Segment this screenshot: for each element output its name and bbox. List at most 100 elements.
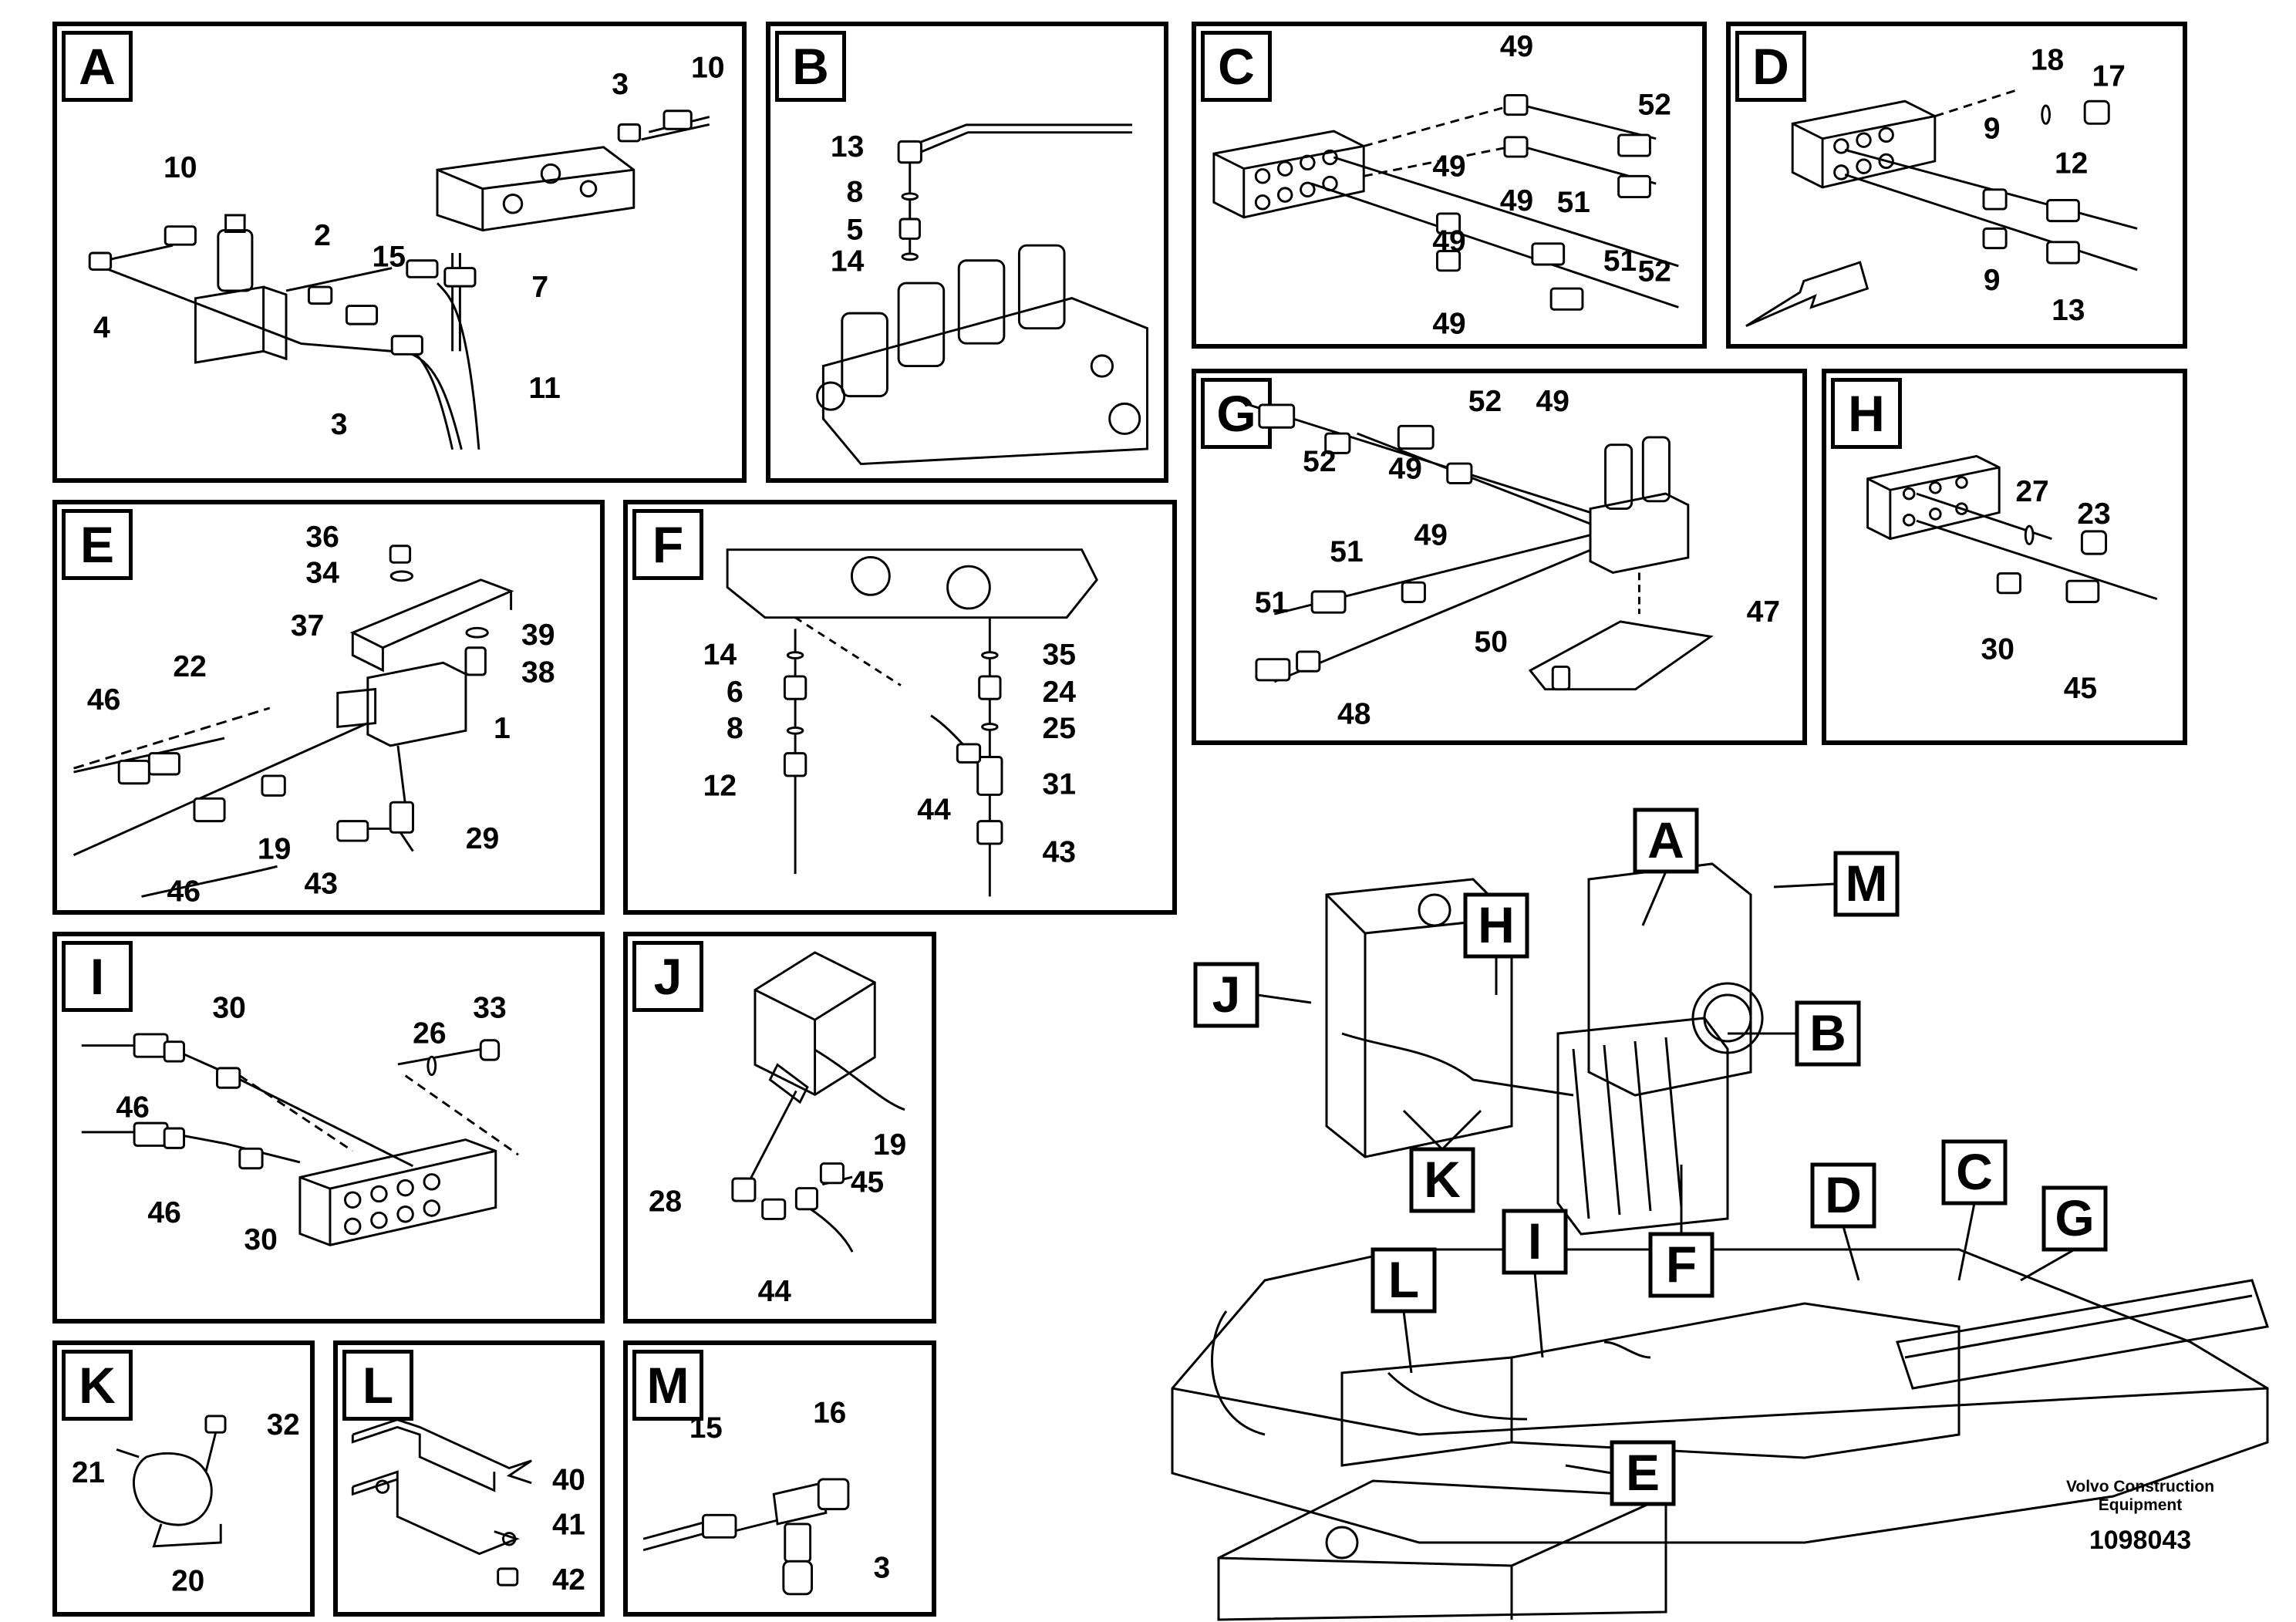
callout: 45 — [2064, 672, 2097, 705]
callout: 9 — [1984, 113, 2001, 146]
svg-text:J: J — [1212, 966, 1241, 1023]
panel-d-drawing: 18 17 9 12 9 13 — [1745, 43, 2138, 328]
panel-l-drawing: 40 41 42 — [351, 1418, 585, 1597]
callout: 14 — [703, 638, 737, 671]
panel-f-drawing: 14 35 6 24 8 25 12 31 44 43 — [703, 548, 1098, 897]
overview-tag-c: C — [1941, 1139, 2008, 1206]
svg-text:F: F — [1666, 1236, 1697, 1293]
brand-block: Volvo Construction Equipment 1098043 — [2055, 1478, 2225, 1556]
callout: 47 — [1747, 595, 1780, 629]
callout: 13 — [2052, 294, 2085, 327]
panel-i-drawing: 30 33 26 46 46 30 — [81, 991, 519, 1256]
svg-text:C: C — [1956, 1143, 1993, 1200]
panel-g: G 52 49 52 49 51 49 51 — [1192, 369, 1807, 745]
panel-k-drawing: 21 32 20 — [72, 1408, 300, 1598]
callout: 52 — [1638, 89, 1671, 122]
svg-text:K: K — [1424, 1151, 1461, 1208]
callout: 24 — [1043, 676, 1077, 709]
callout: 36 — [305, 521, 339, 554]
callout: 8 — [727, 712, 743, 745]
callout: 30 — [212, 991, 245, 1024]
callout: 49 — [1536, 385, 1569, 418]
callout: 49 — [1414, 518, 1448, 551]
callout: 16 — [813, 1397, 846, 1430]
callout: 14 — [831, 244, 865, 278]
callout: 51 — [1603, 244, 1637, 278]
overview-tag-a: A — [1633, 808, 1699, 874]
overview-tag-k: K — [1409, 1147, 1475, 1213]
callout: 37 — [291, 609, 324, 642]
panel-l: L 40 41 42 — [333, 1340, 605, 1617]
overview-tag-b: B — [1795, 1000, 1861, 1067]
callout: 3 — [874, 1552, 891, 1585]
callout: 5 — [847, 213, 864, 246]
callout: 23 — [2077, 497, 2110, 531]
callout: 7 — [531, 271, 548, 304]
callout: 38 — [521, 656, 555, 690]
svg-text:E: E — [1626, 1444, 1660, 1501]
callout: 12 — [2055, 147, 2088, 180]
callout: 48 — [1337, 698, 1371, 731]
callout: 3 — [612, 68, 629, 101]
callout: 49 — [1500, 184, 1533, 218]
panel-i: I 30 33 26 46 46 30 — [52, 932, 605, 1324]
callout: 49 — [1432, 225, 1465, 258]
panel-letter: D — [1735, 31, 1806, 102]
panel-b-drawing: 13 8 5 14 — [816, 123, 1148, 466]
panel-h-drawing: 27 23 30 45 — [1866, 454, 2158, 705]
panel-letter: E — [62, 509, 133, 580]
callout: 28 — [649, 1185, 682, 1219]
brand-name-line1: Volvo Construction — [2065, 1478, 2215, 1496]
panel-h: H 27 23 30 45 — [1822, 369, 2187, 745]
callout: 15 — [372, 241, 406, 274]
callout: 45 — [851, 1165, 884, 1199]
callout: 32 — [267, 1408, 300, 1442]
callout: 13 — [831, 130, 864, 164]
panel-letter: F — [632, 509, 703, 580]
callout: 49 — [1500, 30, 1533, 63]
callout: 49 — [1432, 150, 1465, 183]
callout: 51 — [1255, 586, 1288, 619]
overview-tag-l: L — [1371, 1247, 1437, 1313]
overview-tag-h: H — [1463, 892, 1529, 959]
svg-text:H: H — [1478, 896, 1515, 953]
callout: 44 — [758, 1275, 792, 1308]
callout: 31 — [1043, 767, 1076, 801]
overview-tag-e: E — [1610, 1440, 1676, 1506]
callout: 43 — [304, 867, 337, 900]
callout: 4 — [93, 312, 110, 345]
callout: 10 — [691, 52, 725, 85]
callout: 51 — [1557, 186, 1590, 219]
panel-a: A 3 10 10 — [52, 22, 747, 483]
panel-letter: B — [775, 31, 846, 102]
panel-m: M 16 15 3 — [623, 1340, 936, 1617]
callout: 1 — [494, 712, 511, 745]
callout: 51 — [1330, 535, 1363, 568]
panel-b: B 13 8 5 14 — [766, 22, 1168, 483]
callout: 22 — [173, 650, 206, 683]
overview-tags: A M H J B K D C G L I F E — [1193, 808, 2108, 1506]
callout: 52 — [1303, 445, 1336, 478]
overview-machine-drawing: A M H J B K D C G L I F E — [1171, 808, 2269, 1621]
panel-j-drawing: 19 45 28 44 — [649, 951, 906, 1308]
panel-d: D 18 17 9 12 9 13 — [1726, 22, 2187, 349]
panel-letter: C — [1201, 31, 1272, 102]
panel-m-drawing: 16 15 3 — [642, 1397, 891, 1596]
panel-letter: L — [342, 1350, 413, 1421]
callout: 30 — [1981, 633, 2014, 666]
svg-text:G: G — [2055, 1189, 2094, 1246]
callout: 33 — [473, 991, 506, 1024]
callout: 8 — [847, 176, 864, 209]
callout: 17 — [2092, 60, 2126, 93]
svg-text:L: L — [1388, 1251, 1419, 1308]
callout: 35 — [1043, 638, 1076, 671]
panel-letter: H — [1831, 378, 1902, 449]
callout: 34 — [305, 557, 339, 590]
svg-text:B: B — [1809, 1004, 1846, 1061]
overview-tag-j: J — [1193, 962, 1259, 1028]
callout: 46 — [167, 875, 201, 908]
callout: 52 — [1638, 255, 1671, 288]
callout: 18 — [2031, 43, 2064, 76]
overview-tag-g: G — [2041, 1185, 2108, 1252]
panel-letter: K — [62, 1350, 133, 1421]
